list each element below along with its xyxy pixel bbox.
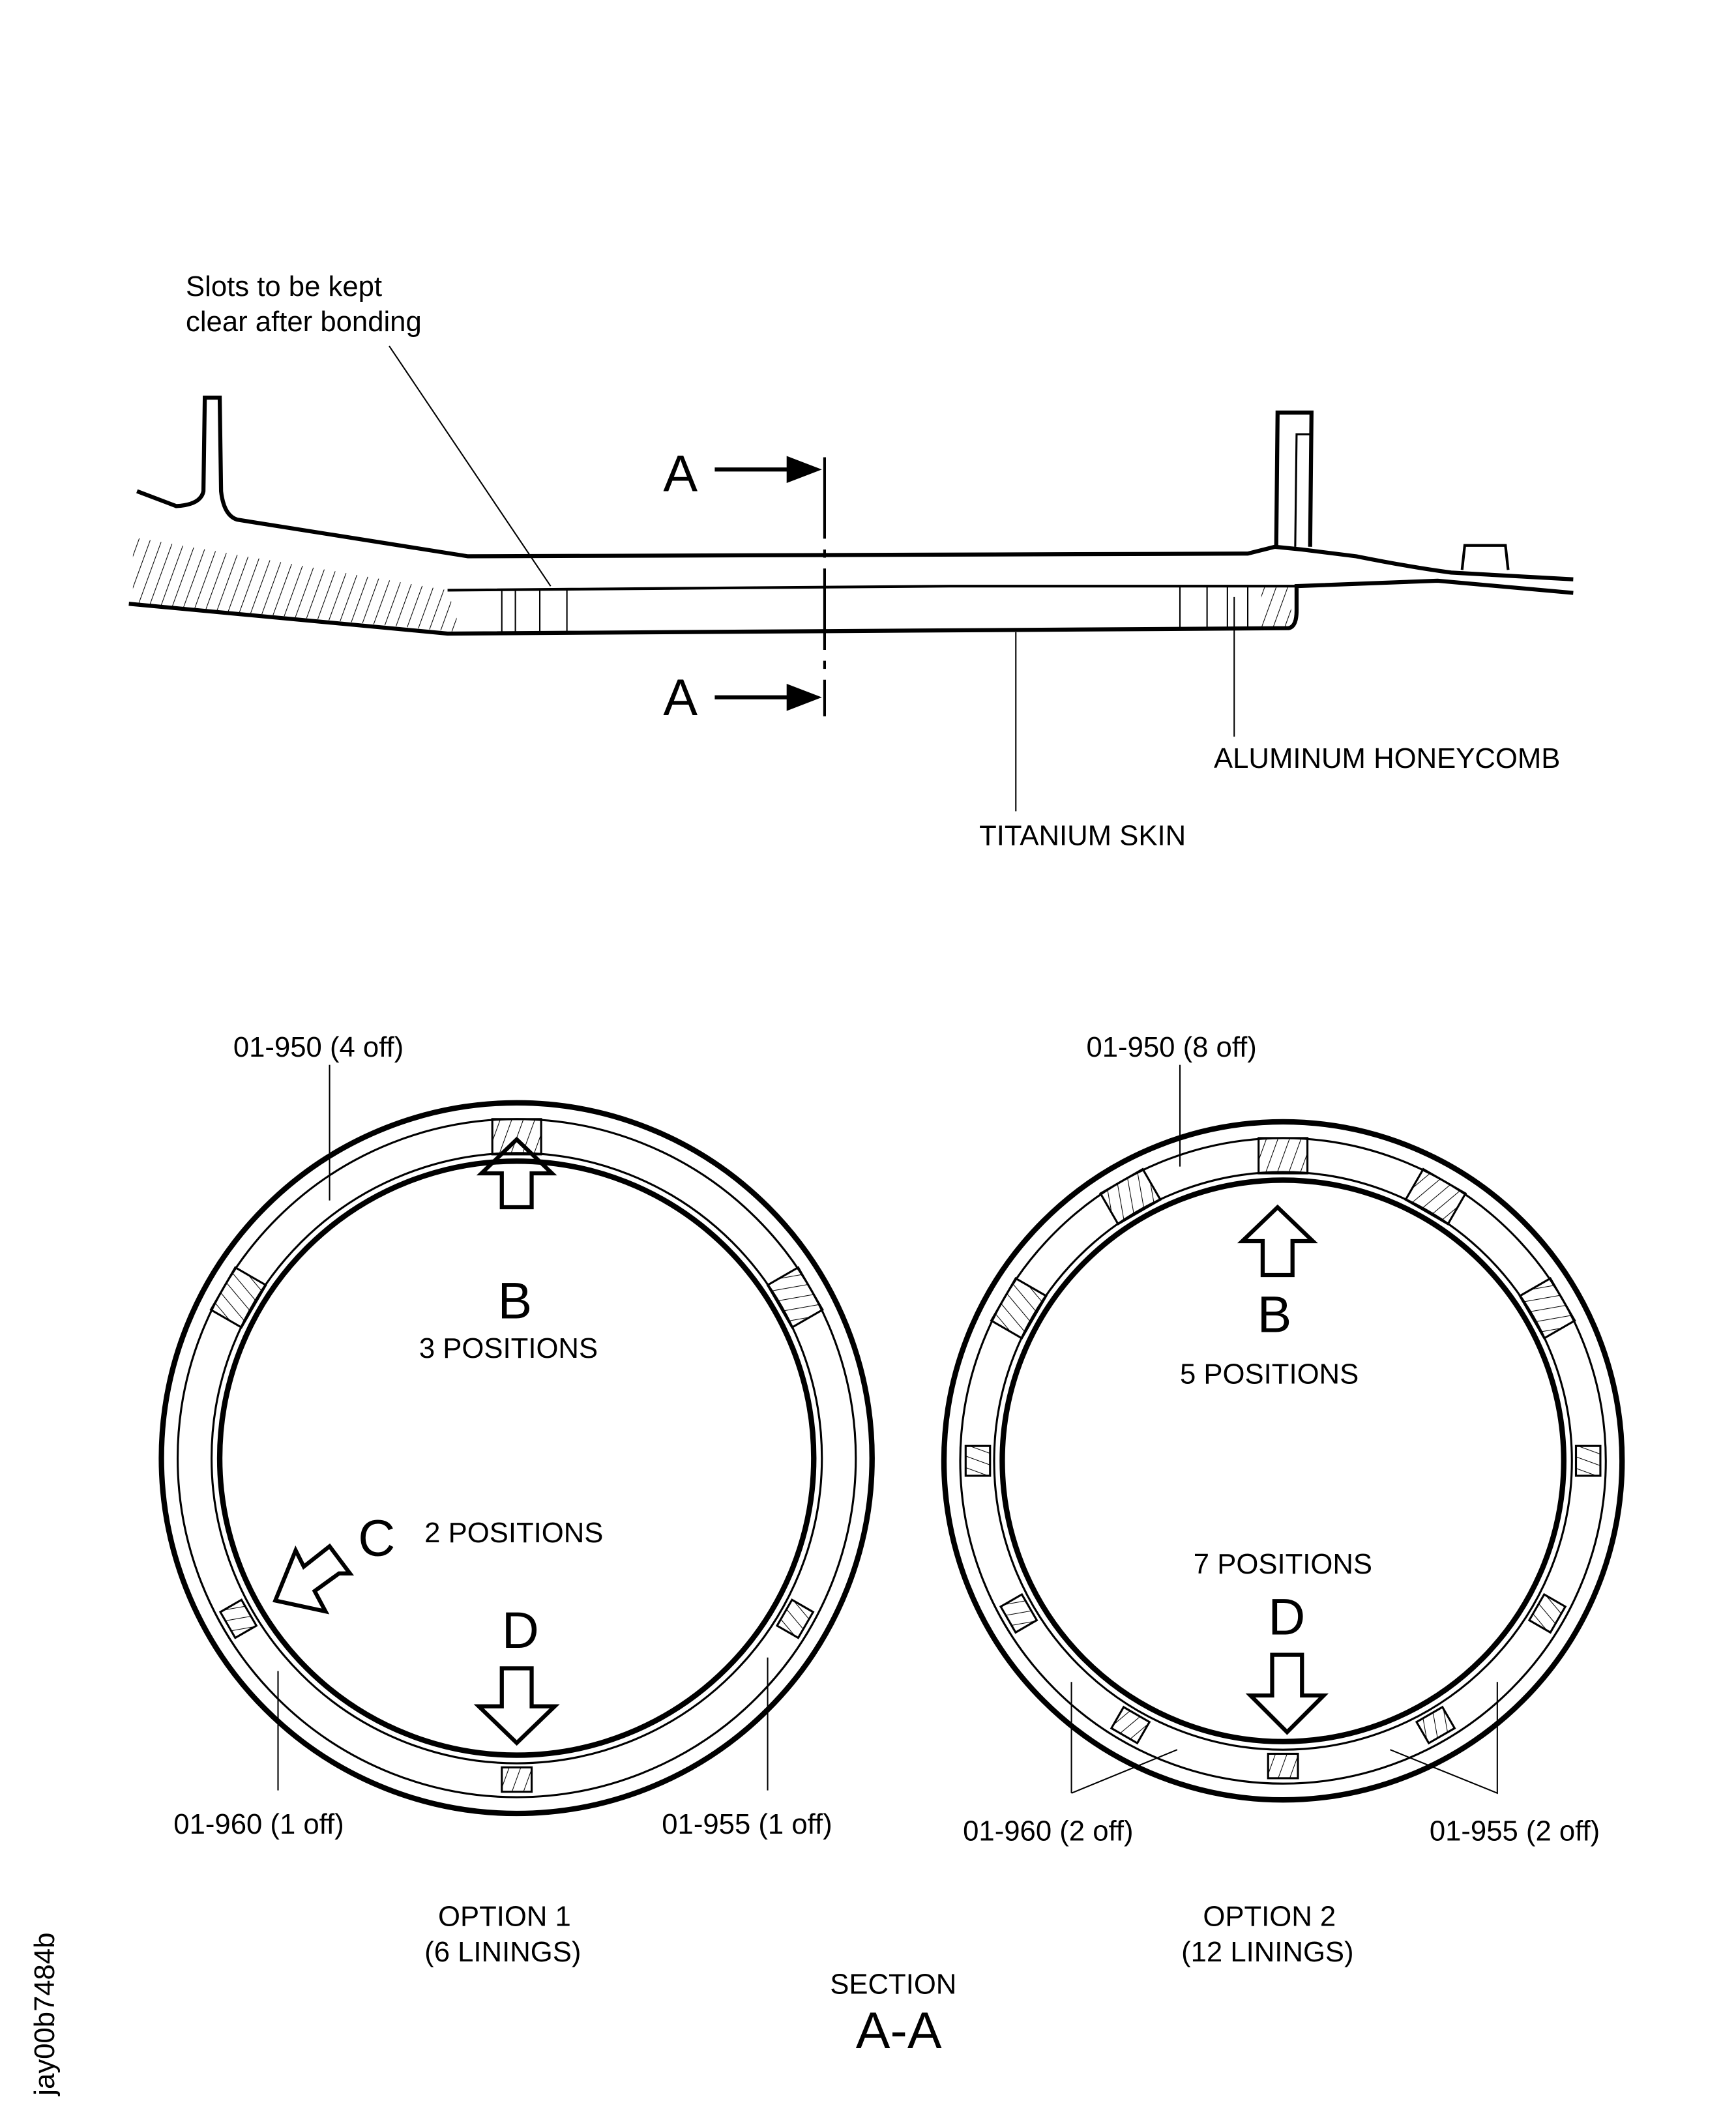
part-955-label: 01-955 (2 off) xyxy=(1430,1815,1600,1847)
arrow-up-icon xyxy=(1237,1204,1318,1278)
view-b-label: B xyxy=(498,1272,533,1330)
lining-block xyxy=(1574,1445,1602,1477)
view-d-label: D xyxy=(1268,1587,1305,1645)
lining-block xyxy=(1518,1276,1576,1340)
lining-block xyxy=(209,1266,267,1329)
arrow-down-icon xyxy=(1245,1652,1329,1735)
linings xyxy=(964,1137,1602,1780)
arrow-right-icon xyxy=(786,683,822,711)
skin-label: TITANIUM SKIN xyxy=(979,820,1186,852)
part-960-label: 01-960 (1 off) xyxy=(173,1808,344,1840)
slots-note-line2: clear after bonding xyxy=(186,306,422,338)
view-c-label: C xyxy=(358,1509,395,1567)
lining-block xyxy=(775,1598,815,1639)
option-1-subtitle: (6 LININGS) xyxy=(424,1936,581,1968)
c-positions: 2 POSITIONS xyxy=(424,1517,603,1549)
lining-block xyxy=(218,1598,258,1639)
slots-note-line1: Slots to be kept xyxy=(186,271,382,302)
lining-block xyxy=(1258,1137,1309,1175)
option-2-view: 01-950 (8 off) B 5 POSITIONS 7 POSITIONS… xyxy=(941,1031,1625,1968)
view-b-label: B xyxy=(1258,1285,1292,1343)
lining-block xyxy=(501,1766,533,1793)
part-950-label: 01-950 (4 off) xyxy=(233,1031,404,1063)
arrow-down-icon xyxy=(473,1666,560,1746)
lining-block xyxy=(1415,1705,1456,1745)
part-955-label: 01-955 (1 off) xyxy=(662,1808,832,1840)
option-1-view: 01-950 (4 off) B 3 POSITIONS C 2 POSITIO… xyxy=(158,1031,875,1968)
upper-skin-outline xyxy=(136,395,1574,581)
lining-block xyxy=(1098,1167,1162,1225)
option-1-title: OPTION 1 xyxy=(438,1901,571,1933)
part-960-label: 01-960 (2 off) xyxy=(963,1815,1133,1847)
section-marker-top: A xyxy=(663,445,698,503)
arrow-right-icon xyxy=(786,456,822,484)
arrow-up-icon xyxy=(476,1136,557,1210)
honeycomb-cells xyxy=(501,586,1249,632)
view-d-label: D xyxy=(502,1601,539,1659)
honeycomb-label: ALUMINUM HONEYCOMB xyxy=(1214,742,1560,774)
panel-top xyxy=(447,585,1297,592)
figure-id: jay00b7484b xyxy=(29,1933,61,2097)
part-950-label: 01-950 (8 off) xyxy=(1086,1031,1256,1063)
lining-block xyxy=(1267,1752,1299,1780)
cross-section-view: Slots to be kept clear after bonding A A… xyxy=(128,271,1574,852)
section-marker-bottom: A xyxy=(663,668,698,726)
fastener xyxy=(1460,544,1510,570)
linings xyxy=(209,1118,824,1793)
lining-block xyxy=(999,1592,1038,1634)
section-label: SECTION xyxy=(830,1969,956,2001)
arrow-down-left-icon xyxy=(272,1543,355,1615)
lining-block xyxy=(1527,1592,1567,1634)
slots-leader-line xyxy=(389,345,552,587)
lining-block xyxy=(964,1445,992,1477)
lining-block xyxy=(1404,1167,1467,1225)
hatched-core xyxy=(132,537,462,632)
lining-block xyxy=(766,1266,824,1329)
right-flange xyxy=(1274,410,1314,547)
section-name: A-A xyxy=(856,2001,942,2059)
d-positions: 7 POSITIONS xyxy=(1194,1548,1372,1580)
lining-block xyxy=(1110,1705,1151,1745)
option-2-title: OPTION 2 xyxy=(1203,1901,1336,1933)
lining-block xyxy=(990,1276,1048,1340)
b-positions: 3 POSITIONS xyxy=(419,1332,598,1364)
b-positions: 5 POSITIONS xyxy=(1180,1358,1359,1390)
option-2-subtitle: (12 LININGS) xyxy=(1181,1936,1354,1968)
